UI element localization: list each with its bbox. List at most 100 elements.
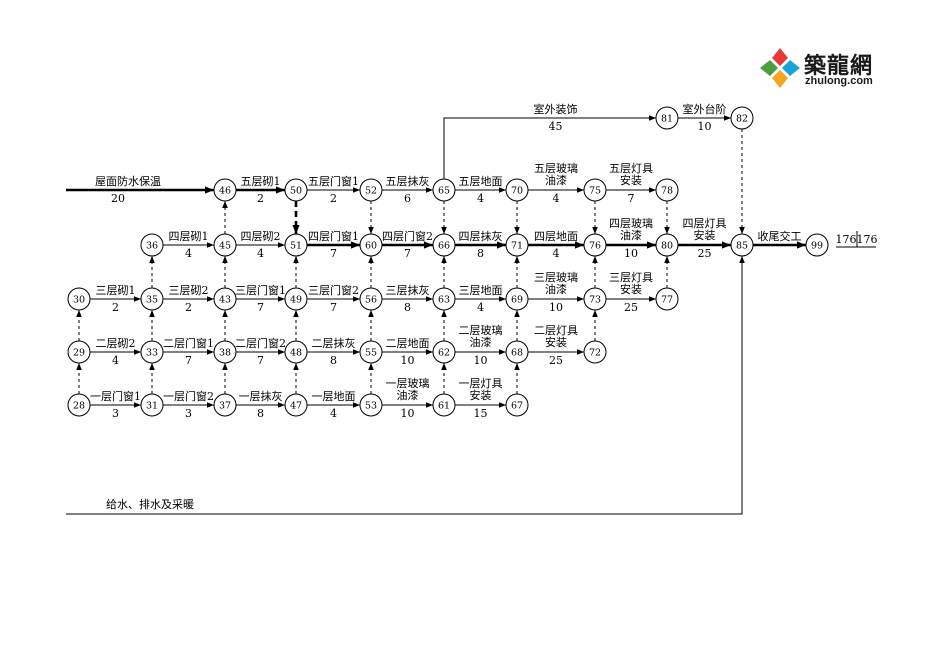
node-49: 49 (284, 287, 308, 311)
node-77: 77 (655, 287, 679, 311)
node-53-label: 53 (365, 401, 377, 412)
node-72-circle (583, 340, 607, 364)
activity-55-62-name: 二层地面 (386, 337, 430, 350)
activity-71-76-duration: 4 (553, 247, 560, 260)
node-62: 62 (432, 340, 456, 364)
node-46-circle (213, 178, 237, 202)
activity-73-77-name: 三层灯具安装 (609, 271, 653, 296)
node-56-circle (359, 287, 383, 311)
activity-29-33-name: 二层砌2 (96, 337, 136, 350)
node-77-label: 77 (661, 295, 673, 306)
node-63-circle (432, 287, 456, 311)
node-63-label: 63 (438, 295, 450, 306)
node-67-label: 67 (511, 401, 523, 412)
node-68-label: 68 (511, 348, 523, 359)
activity-65-81-duration: 45 (549, 120, 563, 133)
node-47-circle (284, 393, 308, 417)
node-53: 53 (359, 393, 383, 417)
activity-73-77-duration: 25 (624, 301, 638, 314)
activity-68-72-name: 二层灯具安装 (534, 324, 578, 349)
activity-31-37-duration: 3 (185, 407, 192, 420)
node-85: 85 (730, 233, 754, 257)
node-99-circle (805, 233, 829, 257)
node-71-circle (505, 233, 529, 257)
activity-80-85-name: 四层灯具安装 (683, 217, 727, 242)
activity-80-85-duration: 25 (698, 247, 712, 260)
node-28-circle (67, 393, 91, 417)
node-63: 63 (432, 287, 456, 311)
node-73-circle (583, 287, 607, 311)
node-55-circle (359, 340, 383, 364)
node-80-label: 80 (661, 241, 673, 252)
node-36-circle (140, 233, 164, 257)
activity-35-43-duration: 2 (185, 301, 192, 314)
node-82-label: 82 (736, 114, 748, 125)
activity-65-70-name: 五层地面 (459, 175, 503, 188)
node-78: 78 (655, 178, 679, 202)
activity-56-63-name: 三层抹灰 (386, 283, 430, 297)
activity-48-55-duration: 8 (330, 354, 337, 367)
activity-66-71-name: 四层抹灰 (459, 229, 503, 243)
node-80-circle (655, 233, 679, 257)
activity-65-81-arrow (443, 115, 656, 179)
node-56: 56 (359, 287, 383, 311)
activity-76-80-duration: 10 (624, 247, 638, 260)
node-67: 67 (505, 393, 529, 417)
activity-43-49-name: 三层门窗1 (235, 283, 286, 297)
activity-35-43-name: 三层砌2 (169, 284, 209, 297)
node-29-label: 29 (73, 348, 85, 359)
activity-46-50-name: 五层砌1 (241, 175, 281, 188)
node-75-circle (583, 178, 607, 202)
node-48-circle (284, 340, 308, 364)
activity-62-68-duration: 10 (474, 354, 488, 367)
node-55-label: 55 (365, 348, 377, 359)
activity-start-85-name: 给水、排水及采暖 (106, 497, 194, 511)
node-31-circle (140, 393, 164, 417)
node-81-circle (655, 106, 679, 130)
node-66-circle (432, 233, 456, 257)
node-69-circle (505, 287, 529, 311)
activity-31-37-name: 一层门窗2 (163, 389, 214, 403)
activity-70-75-name: 五层玻璃油漆 (534, 161, 578, 187)
logo-brand-cn: 築龍網 (804, 54, 874, 79)
node-75: 75 (583, 178, 607, 202)
node-35-label: 35 (146, 295, 158, 306)
node-36: 36 (140, 233, 164, 257)
node-70: 70 (505, 178, 529, 202)
node-68: 68 (505, 340, 529, 364)
activity-85-99-name: 收尾交工 (758, 229, 802, 243)
node-99: 99 (805, 233, 829, 257)
node-70-label: 70 (511, 186, 523, 197)
logo-brand-en: zhulong.com (805, 75, 873, 87)
activity-53-61-name: 一层玻璃油漆 (386, 376, 430, 402)
activity-47-53-name: 一层地面 (312, 390, 356, 403)
node-76: 76 (583, 233, 607, 257)
node-78-label: 78 (661, 186, 673, 197)
activity-33-38-duration: 7 (185, 354, 192, 367)
activity-50-52-name: 五层门窗1 (308, 174, 359, 188)
node-49-circle (284, 287, 308, 311)
activity-52-65-name: 五层抹灰 (386, 174, 430, 188)
activity-48-55-name: 二层抹灰 (312, 336, 356, 350)
activity-62-68-name: 二层玻璃油漆 (459, 323, 503, 349)
node-47: 47 (284, 393, 308, 417)
activity-61-67-name: 一层灯具安装 (459, 377, 503, 402)
node-80: 80 (655, 233, 679, 257)
node-48: 48 (284, 340, 308, 364)
node-50-label: 50 (290, 186, 302, 197)
node-82: 82 (730, 106, 754, 130)
node-55: 55 (359, 340, 383, 364)
node-38-label: 38 (219, 348, 231, 359)
node-38: 38 (213, 340, 237, 364)
node-46: 46 (213, 178, 237, 202)
node-53-circle (359, 393, 383, 417)
node-52: 52 (359, 178, 383, 202)
activity-start-46-duration: 20 (111, 192, 125, 205)
activity-36-45-name: 四层砌1 (169, 230, 209, 243)
activity-36-45-duration: 4 (185, 247, 192, 260)
activity-60-66-name: 四层门窗2 (382, 229, 433, 243)
zhulong-logo-icon (760, 48, 800, 88)
activity-69-73-name: 三层玻璃油漆 (534, 270, 578, 296)
activity-63-69-name: 三层地面 (459, 284, 503, 297)
node-75-label: 75 (589, 186, 601, 197)
